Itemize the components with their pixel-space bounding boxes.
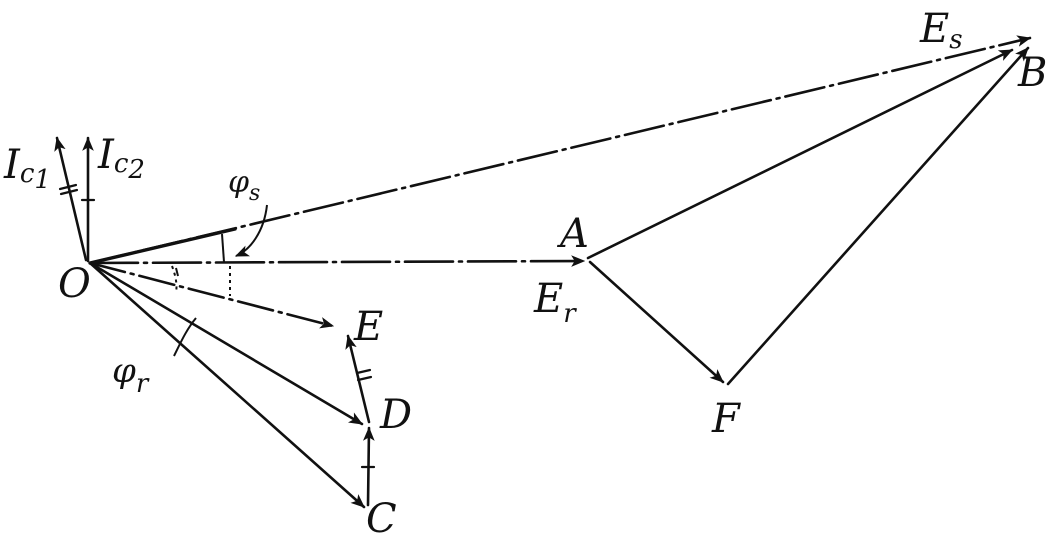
label-D: D xyxy=(379,392,412,438)
vector-OC xyxy=(88,261,366,509)
label-B: B xyxy=(1017,50,1047,96)
label-phi-s: φs xyxy=(228,165,260,206)
vector-AB xyxy=(586,48,1014,260)
vector-ic1 xyxy=(54,136,88,262)
label-Ic1: Ic1 xyxy=(3,142,51,195)
label-A: A xyxy=(556,211,589,257)
vector-OE xyxy=(88,261,335,329)
label-phi-r: φr xyxy=(112,351,150,399)
vector-es-OB xyxy=(88,35,1032,265)
label-F: F xyxy=(711,396,741,442)
label-Es: Es xyxy=(919,6,963,55)
vector-FB xyxy=(726,46,1030,386)
label-Ic2: Ic2 xyxy=(97,132,145,185)
label-O: O xyxy=(58,261,91,307)
vector-es-origin-segment xyxy=(88,227,237,265)
angle-markers xyxy=(171,204,268,357)
vector-er-OA xyxy=(88,255,586,267)
vector-AF xyxy=(588,260,725,384)
label-C: C xyxy=(366,496,397,542)
vector-OD xyxy=(88,261,364,426)
hash-marks xyxy=(58,183,376,469)
label-Er: Er xyxy=(533,276,577,329)
label-E: E xyxy=(353,304,383,350)
